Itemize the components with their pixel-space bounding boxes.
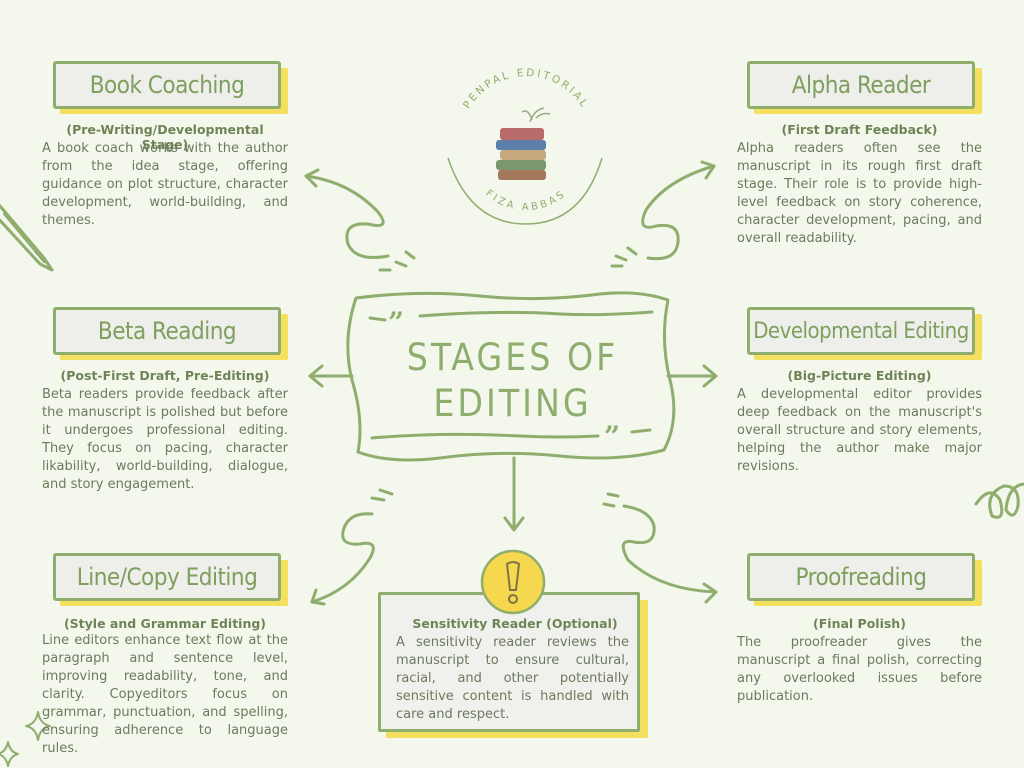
beta-reading-subtitle: (Post-First Draft, Pre-Editing) xyxy=(60,368,270,383)
proofreading-subtitle: (Final Polish) xyxy=(813,616,906,631)
sensitivity-reader-description: A sensitivity reader reviews the manuscr… xyxy=(396,635,629,722)
beta-reading-description: Beta readers provide feedback after the … xyxy=(42,387,288,492)
line-copy-editing-tag: Line/Copy Editing xyxy=(53,553,281,601)
loop-doodle xyxy=(974,482,1024,519)
center-title-line2: EDITING xyxy=(433,382,592,425)
book-stack-icon xyxy=(496,107,551,180)
book-coaching-tag: Book Coaching xyxy=(53,61,281,109)
line-copy-editing-title: Line/Copy Editing xyxy=(76,563,258,591)
developmental-editing-subtitle: (Big-Picture Editing) xyxy=(787,368,932,383)
book-coaching-description: A book coach works with the author from … xyxy=(42,141,288,228)
beta-reading-title: Beta Reading xyxy=(97,317,237,345)
developmental-editing-description: A developmental editor provides deep fee… xyxy=(737,387,982,474)
arrow-top-left xyxy=(304,174,390,259)
book-coaching-title: Book Coaching xyxy=(89,71,245,99)
logo-top-text: PENPAL EDITORIAL xyxy=(461,67,591,111)
exclamation-icon xyxy=(480,549,546,615)
arrow-top-right xyxy=(641,164,716,261)
center-title: STAGES OF EDITING xyxy=(385,335,640,427)
alpha-reader-description: Alpha readers often see the manuscript i… xyxy=(737,141,982,246)
arrow-bottom-left xyxy=(310,512,375,604)
alpha-reader-subtitle: (First Draft Feedback) xyxy=(781,122,938,137)
beta-reading-tag: Beta Reading xyxy=(53,307,281,355)
developmental-editing-title: Developmental Editing xyxy=(753,318,969,344)
logo-bottom-text: FIZA ABBAS xyxy=(483,188,568,213)
developmental-editing-tag: Developmental Editing xyxy=(747,307,975,355)
sensitivity-reader-subtitle: Sensitivity Reader (Optional) xyxy=(412,616,618,631)
alpha-reader-title: Alpha Reader xyxy=(791,71,931,99)
line-copy-editing-description: Line editors enhance text flow at the pa… xyxy=(42,633,288,756)
proofreading-title: Proofreading xyxy=(795,563,927,591)
proofreading-description: The proofreader gives the manuscript a f… xyxy=(737,635,982,704)
book-coaching-subtitle: (Pre-Writing/Developmental Stage) xyxy=(66,122,264,152)
arrow-bottom-right xyxy=(621,504,718,594)
line-copy-editing-subtitle: (Style and Grammar Editing) xyxy=(63,616,267,631)
alpha-reader-tag: Alpha Reader xyxy=(747,61,975,109)
proofreading-tag: Proofreading xyxy=(747,553,975,601)
center-title-line1: STAGES OF xyxy=(406,336,619,379)
